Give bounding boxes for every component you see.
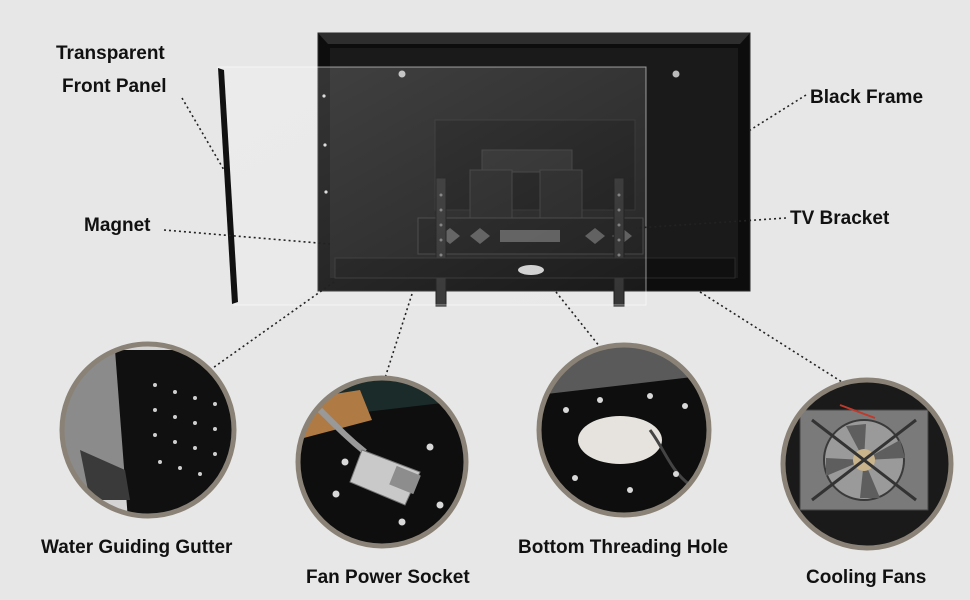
callout-cooling-fans	[780, 377, 954, 551]
label-water-guiding-gutter: Water Guiding Gutter	[41, 537, 233, 558]
label-transparent-front-panel-line2: Front Panel	[62, 76, 167, 97]
label-bottom-threading-hole: Bottom Threading Hole	[518, 537, 729, 558]
transparent-front-panel	[217, 66, 647, 306]
leader-lines	[163, 94, 843, 383]
callout-bottom-threading-hole	[536, 342, 712, 518]
callout-water-gutter	[59, 341, 237, 519]
label-cooling-fans: Cooling Fans	[806, 567, 927, 588]
label-magnet: Magnet	[84, 215, 151, 236]
label-transparent-front-panel-line1: Transparent	[56, 43, 165, 64]
label-fan-power-socket: Fan Power Socket	[306, 567, 470, 588]
label-tv-bracket: TV Bracket	[790, 208, 890, 229]
callout-fan-power-socket	[295, 375, 469, 549]
label-black-frame: Black Frame	[810, 87, 924, 108]
